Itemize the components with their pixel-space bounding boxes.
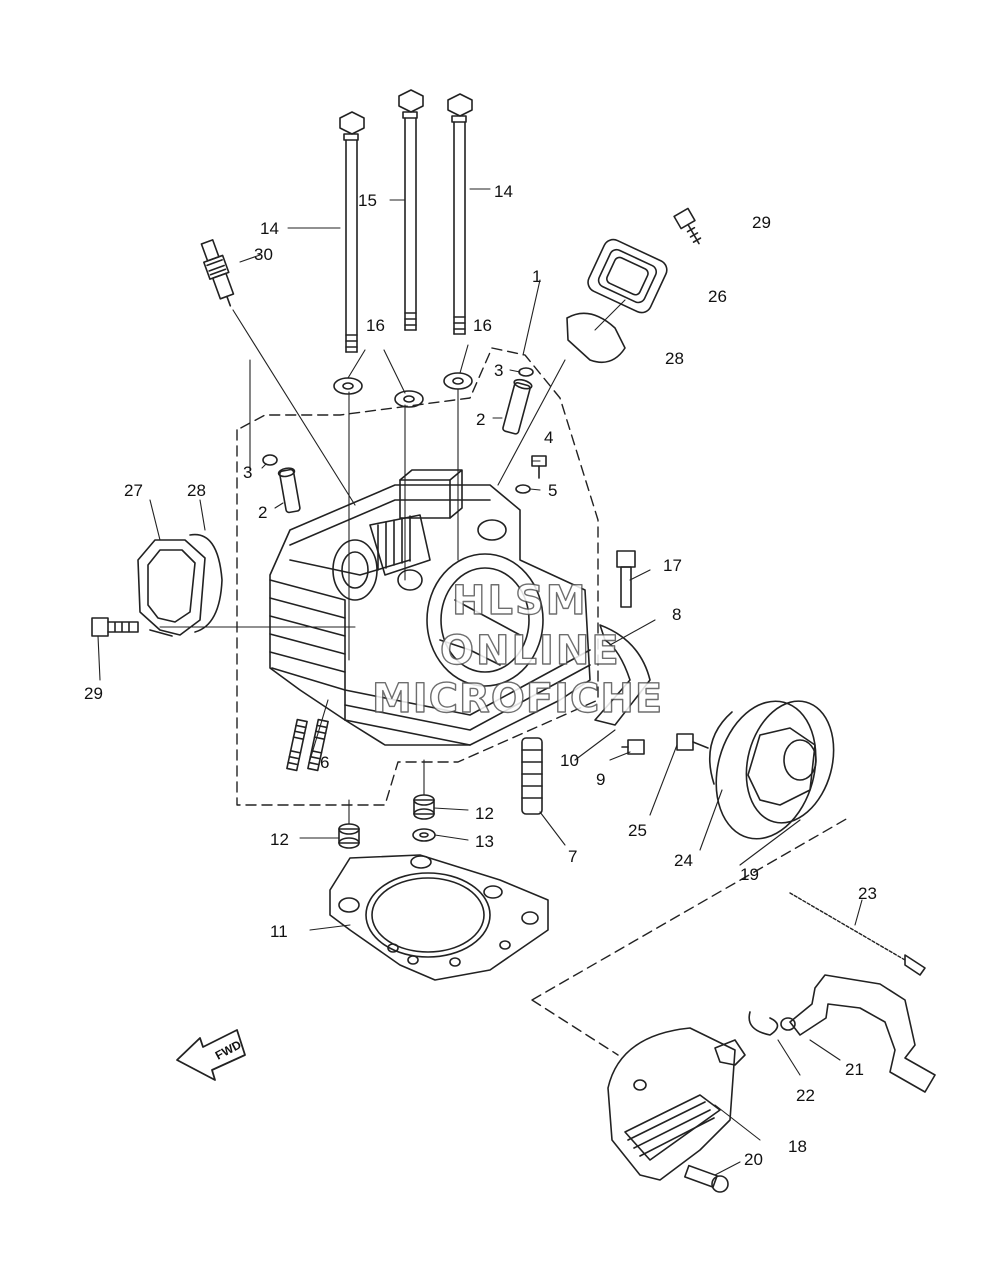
- circlip-3-upper[interactable]: [518, 367, 534, 377]
- side-cover[interactable]: [137, 539, 206, 637]
- part-labels: 1 2 2 3 3 4 5 6 7 8 9 10 11 12 12 13 14 …: [84, 182, 877, 1169]
- gasket-28-left[interactable]: [189, 533, 223, 633]
- head-bolt-14-right[interactable]: [447, 93, 473, 335]
- label-2b: 2: [258, 503, 267, 522]
- cover-group-outline: [531, 817, 849, 1056]
- label-22: 22: [796, 1086, 815, 1105]
- label-24: 24: [674, 851, 693, 870]
- label-11: 11: [270, 922, 288, 941]
- label-5: 5: [548, 481, 557, 500]
- label-8: 8: [672, 605, 681, 624]
- leader-lines: [97, 188, 863, 1176]
- label-6: 6: [320, 753, 329, 772]
- head-gasket[interactable]: [329, 854, 549, 981]
- label-16a: 16: [366, 316, 385, 335]
- washer-16-mid[interactable]: [394, 390, 424, 408]
- valve-guide-2-left[interactable]: [277, 467, 301, 514]
- bolt-17[interactable]: [616, 550, 636, 608]
- label-26: 26: [708, 287, 727, 306]
- label-21: 21: [845, 1060, 864, 1079]
- watermark-line3: MICROFICHE: [372, 676, 663, 722]
- screw-29-upper[interactable]: [673, 207, 706, 247]
- end-cover-19[interactable]: [702, 690, 847, 850]
- washer-5[interactable]: [515, 484, 531, 494]
- label-3b: 3: [243, 463, 252, 482]
- bolt-25[interactable]: [676, 733, 709, 751]
- label-17: 17: [663, 556, 682, 575]
- hose-clamp[interactable]: [748, 1011, 796, 1036]
- pipe-7[interactable]: [521, 737, 543, 815]
- label-19: 19: [740, 865, 759, 884]
- spark-plug[interactable]: [198, 239, 240, 310]
- head-assembly-outline: [236, 347, 599, 806]
- watermark-line2: ONLINE: [440, 628, 621, 674]
- label-7: 7: [568, 847, 577, 866]
- label-30: 30: [254, 245, 273, 264]
- label-29a: 29: [752, 213, 771, 232]
- label-10: 10: [560, 751, 579, 770]
- stud-6-right[interactable]: [307, 718, 329, 772]
- label-25: 25: [628, 821, 647, 840]
- label-9: 9: [596, 770, 605, 789]
- label-28b: 28: [187, 481, 206, 500]
- label-13: 13: [475, 832, 494, 851]
- watermark-line1: HLSM: [452, 578, 588, 624]
- label-12b: 12: [270, 830, 289, 849]
- label-18: 18: [788, 1137, 807, 1156]
- label-4: 4: [544, 428, 553, 447]
- o-ring-24[interactable]: [708, 711, 733, 785]
- label-15: 15: [358, 191, 377, 210]
- head-bolt-15[interactable]: [398, 89, 424, 331]
- bolt-9[interactable]: [621, 739, 645, 755]
- label-16b: 16: [473, 316, 492, 335]
- fwd-badge-text: FWD: [213, 1037, 244, 1062]
- tappet-cover[interactable]: [607, 1027, 746, 1181]
- fwd-arrow: FWD: [176, 1029, 246, 1081]
- bolt-20[interactable]: [683, 1164, 729, 1193]
- label-23: 23: [858, 884, 877, 903]
- label-14b: 14: [494, 182, 513, 201]
- label-12a: 12: [475, 804, 494, 823]
- cable-band[interactable]: [789, 892, 926, 976]
- gasket-28-upper[interactable]: [566, 312, 626, 364]
- label-3a: 3: [494, 361, 503, 380]
- cylinder-head[interactable]: [269, 469, 591, 746]
- screw-29-left[interactable]: [91, 617, 139, 637]
- label-14a: 14: [260, 219, 279, 238]
- gasket-8[interactable]: [594, 624, 651, 726]
- label-27: 27: [124, 481, 143, 500]
- washer-16-left[interactable]: [333, 377, 363, 395]
- dowel-12-right[interactable]: [413, 794, 435, 820]
- bolt-4[interactable]: [531, 455, 547, 479]
- label-20: 20: [744, 1150, 763, 1169]
- label-1: 1: [532, 267, 541, 286]
- label-28a: 28: [665, 349, 684, 368]
- label-2a: 2: [476, 410, 485, 429]
- label-29b: 29: [84, 684, 103, 703]
- watermark: HLSM ONLINE MICROFICHE: [371, 577, 663, 722]
- stud-6-left[interactable]: [286, 718, 308, 772]
- o-ring-13[interactable]: [412, 828, 436, 842]
- dowel-12-left[interactable]: [338, 823, 360, 849]
- breather-hose[interactable]: [789, 974, 936, 1093]
- circlip-3-left[interactable]: [262, 454, 278, 466]
- exhaust-flange[interactable]: [585, 236, 670, 315]
- head-bolt-14-left[interactable]: [339, 111, 365, 353]
- washer-16-right[interactable]: [443, 372, 473, 390]
- valve-guide-2-upper[interactable]: [501, 378, 533, 435]
